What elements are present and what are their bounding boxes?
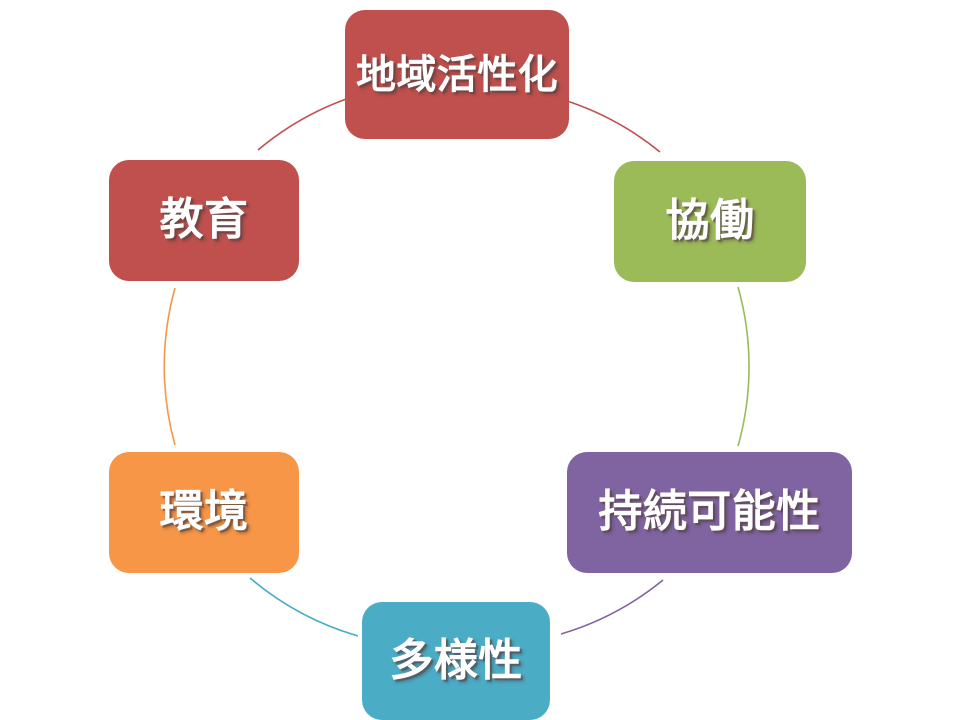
- node-label-environment: 環境: [159, 486, 249, 538]
- node-label-collaboration: 協働: [665, 195, 755, 247]
- node-label-sustainability: 持続可能性: [598, 486, 821, 538]
- arc-regional-collab: [563, 99, 661, 153]
- arc-diversity-environment: [249, 577, 359, 637]
- arc-education-regional: [257, 96, 353, 151]
- node-sustainability[interactable]: 持続可能性: [567, 452, 852, 573]
- node-diversity[interactable]: 多様性: [362, 602, 550, 720]
- arc-sustain-diversity: [560, 579, 664, 635]
- node-label-education: 教育: [159, 194, 249, 246]
- node-regional-revitalization[interactable]: 地域活性化: [345, 10, 569, 139]
- node-label-regional-revitalization: 地域活性化: [356, 51, 558, 98]
- node-label-diversity: 多様性: [389, 634, 523, 686]
- arc-collab-sustain: [737, 286, 750, 447]
- node-collaboration[interactable]: 協働: [614, 161, 806, 282]
- node-environment[interactable]: 環境: [109, 452, 299, 573]
- arc-environment-education: [163, 287, 176, 446]
- node-education[interactable]: 教育: [109, 160, 299, 281]
